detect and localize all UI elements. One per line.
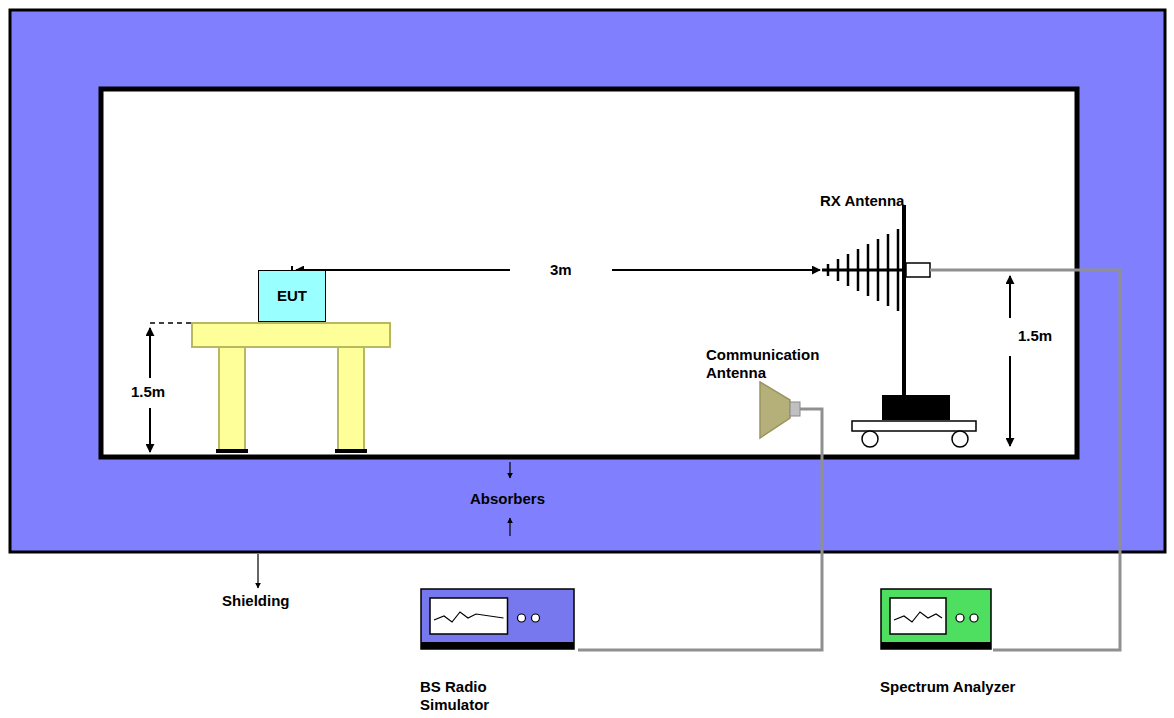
dimension-label: 1.5m <box>1016 327 1054 345</box>
instrument-body <box>420 588 575 650</box>
cable <box>578 409 822 650</box>
dimension-arrow <box>1009 276 1011 318</box>
chamber-interior <box>101 89 1077 457</box>
leader-arrow <box>257 554 258 588</box>
antenna-label: Communication Antenna <box>706 346 831 382</box>
dimension-label: 1.5m <box>129 383 167 401</box>
dimension-arrow <box>149 328 151 378</box>
table <box>192 323 390 453</box>
instrument: BS Radio Simulator <box>420 588 575 650</box>
dimension-arrow <box>1009 356 1011 446</box>
region-label: Absorbers <box>470 490 570 508</box>
leader-arrow <box>509 518 510 536</box>
dimension-arrow <box>612 269 820 271</box>
antenna-label: RX Antenna <box>820 192 960 210</box>
dimension-line <box>150 322 192 324</box>
dimension-label: 3m <box>548 261 574 279</box>
instrument-body <box>880 588 992 650</box>
instrument-label: Spectrum Analyzer <box>880 678 1050 696</box>
instrument: Spectrum Analyzer <box>880 588 992 650</box>
leader-arrow <box>509 462 510 478</box>
horn-antenna <box>760 382 800 438</box>
rx-antenna <box>822 205 976 447</box>
eut-box: EUT <box>258 270 326 322</box>
dimension-arrow <box>296 269 510 271</box>
shielding-band <box>10 10 1165 552</box>
region-label: Shielding <box>222 592 322 610</box>
dimension-arrow <box>149 408 151 452</box>
device-label: EUT <box>277 287 307 305</box>
instrument-label: BS Radio Simulator <box>420 678 530 714</box>
